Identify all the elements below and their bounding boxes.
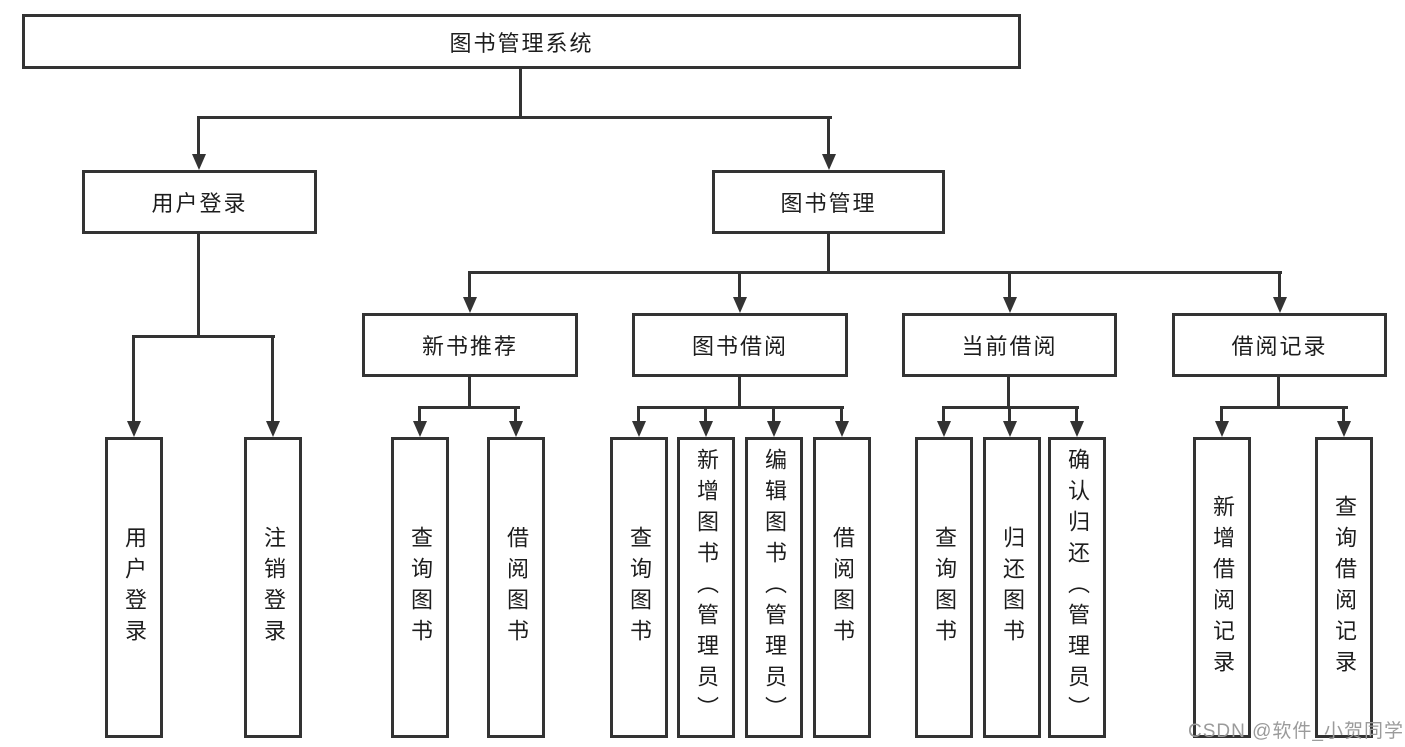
arrow-to-current-borrow [1003, 297, 1017, 313]
leaf-label: 新增借阅记录 [1210, 494, 1235, 681]
node-label: 图书管理系统 [449, 30, 594, 56]
leaf-query-books-borrow: 查询图书 [610, 437, 668, 738]
connector-to-leaf-login-stem [132, 337, 135, 421]
connector-leaf-stem [514, 408, 517, 421]
connector-user-login-stem [197, 234, 200, 337]
connector-to-book-borrow-stem [738, 273, 741, 297]
arrow-to-book-borrow [733, 297, 747, 313]
csdn-watermark: CSDN @软件_小贺同学 [1188, 721, 1404, 742]
arrow-to-leaf [1070, 421, 1084, 437]
connector-user-login-bar [132, 335, 275, 338]
node-label: 图书借阅 [691, 334, 788, 359]
leaf-edit-books-admin: 编辑图书（管理员） [745, 437, 803, 738]
arrow-to-borrow-records [1273, 297, 1287, 313]
arrow-to-book-management [822, 154, 836, 170]
connector-leaf-stem [772, 408, 775, 421]
arrow-to-leaf [1003, 421, 1017, 437]
connector-to-new-book-stem [468, 273, 471, 297]
leaf-logout: 注销登录 [244, 437, 302, 738]
connector-current-borrow-stem [1007, 377, 1010, 408]
connector-leaf-stem [1008, 408, 1011, 421]
arrow-to-leaf [937, 421, 951, 437]
node-current-borrowing: 当前借阅 [902, 313, 1117, 377]
leaf-label: 确认归还（管理员） [1065, 448, 1090, 727]
connector-leaf-stem [637, 408, 640, 421]
leaf-query-borrow-record: 查询借阅记录 [1315, 437, 1373, 738]
leaf-label: 查询图书 [408, 525, 433, 650]
leaf-borrow-books-recommend: 借阅图书 [487, 437, 545, 738]
node-label: 用户登录 [151, 191, 248, 216]
leaf-label: 注销登录 [261, 525, 286, 650]
leaf-user-login: 用户登录 [105, 437, 163, 738]
leaf-label: 查询借阅记录 [1332, 494, 1357, 681]
arrow-to-user-login [192, 154, 206, 170]
connector-root-bar [197, 116, 832, 119]
arrow-to-leaf [835, 421, 849, 437]
node-label: 借阅记录 [1231, 334, 1328, 359]
connector-leaf-stem [418, 408, 421, 421]
connector-book-borrow-bar [637, 406, 844, 409]
connector-current-borrow-bar [942, 406, 1079, 409]
connector-root-stem [519, 69, 522, 118]
arrow-to-leaf [767, 421, 781, 437]
connector-borrow-records-bar [1220, 406, 1348, 409]
connector-to-current-borrow-stem [1008, 273, 1011, 297]
arrow-to-leaf [699, 421, 713, 437]
connector-new-book-bar [418, 406, 520, 409]
arrow-to-leaf [509, 421, 523, 437]
leaf-query-books-current: 查询图书 [915, 437, 973, 738]
arrow-to-leaf [632, 421, 646, 437]
leaf-label: 归还图书 [1000, 525, 1025, 650]
leaf-confirm-return-admin: 确认归还（管理员） [1048, 437, 1106, 738]
leaf-add-borrow-record: 新增借阅记录 [1193, 437, 1251, 738]
connector-borrow-records-stem [1277, 377, 1280, 408]
node-book-borrowing: 图书借阅 [632, 313, 848, 377]
node-book-management: 图书管理 [712, 170, 945, 234]
connector-to-borrow-records-stem [1278, 273, 1281, 297]
leaf-borrow-books: 借阅图书 [813, 437, 871, 738]
connector-leaf-stem [704, 408, 707, 421]
leaf-label: 借阅图书 [504, 525, 529, 650]
connector-leaf-stem [942, 408, 945, 421]
leaf-label: 新增图书（管理员） [694, 448, 719, 727]
node-label: 当前借阅 [961, 334, 1058, 359]
leaf-add-books-admin: 新增图书（管理员） [677, 437, 735, 738]
connector-leaf-stem [1220, 408, 1223, 421]
connector-leaf-stem [840, 408, 843, 421]
leaf-query-books-recommend: 查询图书 [391, 437, 449, 738]
node-library-management-system: 图书管理系统 [22, 14, 1021, 69]
leaf-label: 编辑图书（管理员） [762, 448, 787, 727]
node-user-login: 用户登录 [82, 170, 317, 234]
arrow-to-leaf [413, 421, 427, 437]
connector-to-user-login-stem [197, 118, 200, 154]
connector-book-management-bar [468, 271, 1282, 274]
leaf-label: 用户登录 [122, 525, 147, 650]
node-label: 图书管理 [780, 191, 877, 216]
leaf-label: 查询图书 [932, 525, 957, 650]
node-new-book-recommendation: 新书推荐 [362, 313, 578, 377]
connector-book-management-stem [827, 234, 830, 273]
arrow-to-leaf-login [127, 421, 141, 437]
connector-book-borrow-stem [738, 377, 741, 408]
leaf-label: 借阅图书 [830, 525, 855, 650]
connector-new-book-stem [468, 377, 471, 408]
node-label: 新书推荐 [421, 334, 518, 359]
connector-to-leaf-logout-stem [271, 337, 274, 421]
node-borrowing-records: 借阅记录 [1172, 313, 1387, 377]
leaf-label: 查询图书 [627, 525, 652, 650]
leaf-return-books: 归还图书 [983, 437, 1041, 738]
connector-leaf-stem [1075, 408, 1078, 421]
arrow-to-leaf-logout [266, 421, 280, 437]
arrow-to-leaf [1337, 421, 1351, 437]
arrow-to-leaf [1215, 421, 1229, 437]
connector-to-book-management-stem [827, 118, 830, 154]
connector-leaf-stem [1342, 408, 1345, 421]
arrow-to-new-book [463, 297, 477, 313]
